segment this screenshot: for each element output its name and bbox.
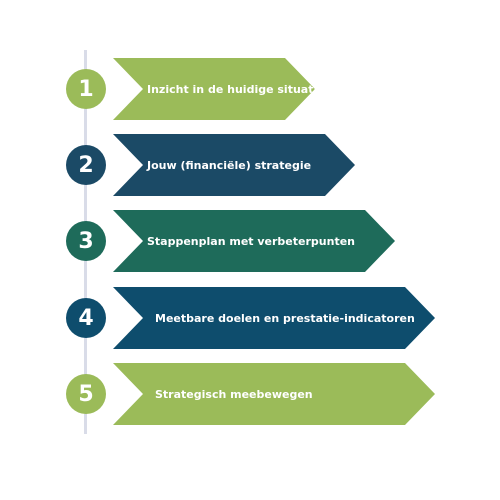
step-3: 3 Stappenplan met verbeterpunten [0,210,500,272]
step-number-circle: 2 [66,145,106,185]
step-label: Strategisch meebewegen [155,387,313,401]
step-arrow-banner: Strategisch meebewegen [113,363,435,425]
step-arrow-banner: Stappenplan met verbeterpunten [113,210,395,272]
step-number-circle: 3 [66,221,106,261]
step-1: 1 Inzicht in de huidige situatie [0,58,500,120]
step-5: 5 Strategisch meebewegen [0,363,500,425]
step-arrow-banner: Jouw (financiële) strategie [113,134,355,196]
step-label: Jouw (financiële) strategie [147,158,312,172]
step-label: Stappenplan met verbeterpunten [147,234,356,248]
step-2: 2 Jouw (financiële) strategie [0,134,500,196]
step-label: Inzicht in de huidige situatie [147,82,325,96]
step-label: Meetbare doelen en prestatie-indicatoren [155,311,415,325]
step-arrow-banner: Inzicht in de huidige situatie [113,58,315,120]
step-number-circle: 4 [66,298,106,338]
step-4: 4 Meetbare doelen en prestatie-indicator… [0,287,500,349]
step-number-circle: 5 [66,374,106,414]
step-number-circle: 1 [66,69,106,109]
step-arrow-banner: Meetbare doelen en prestatie-indicatoren [113,287,435,349]
